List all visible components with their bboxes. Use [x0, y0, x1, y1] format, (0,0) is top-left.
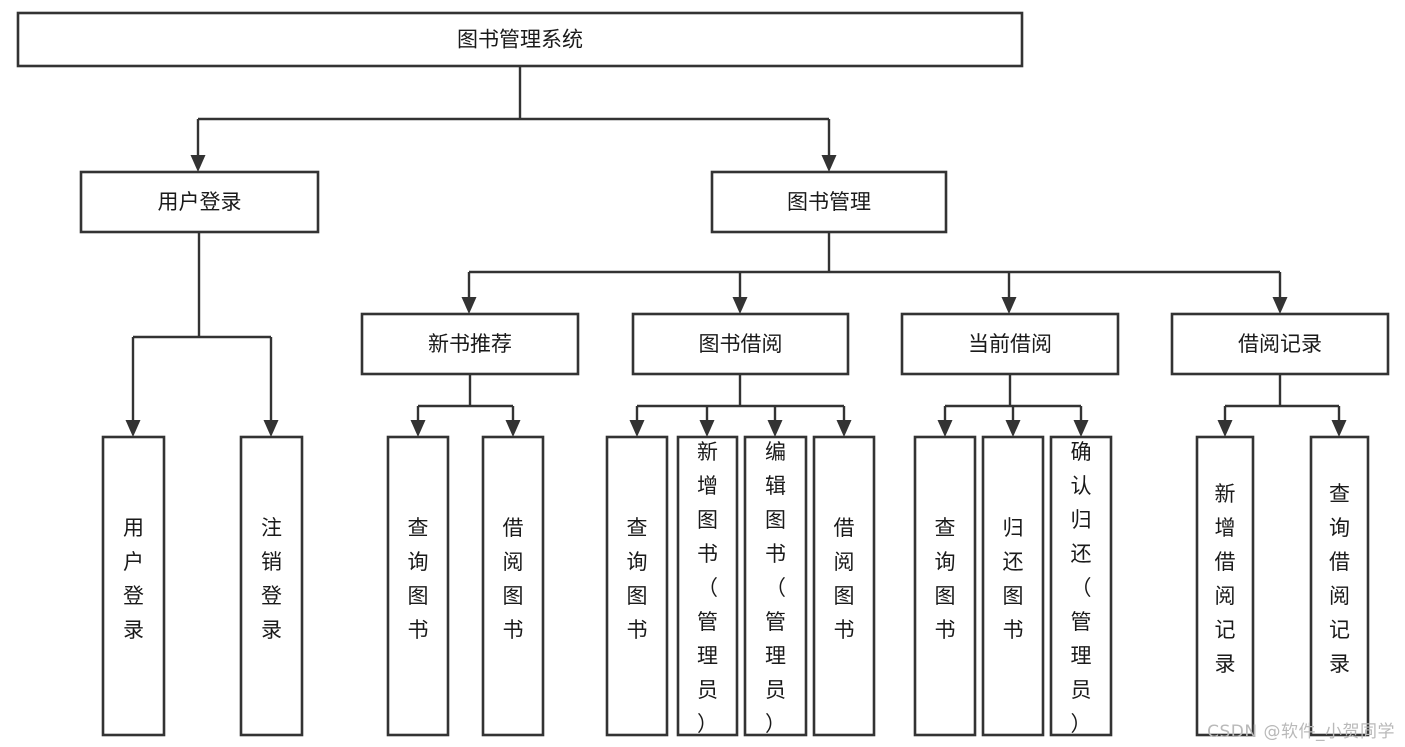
node-l3-borrow-record[interactable]: 借阅记录 [1170, 312, 1390, 376]
node-box[interactable] [16, 11, 1024, 68]
node-leaf-leaf-user-login[interactable]: 用户登录 [101, 435, 166, 737]
node-leaf-leaf-confirm-return[interactable]: 确认归还（管理员） [1049, 435, 1113, 737]
node-box[interactable] [913, 435, 977, 737]
arrow-head-icon [937, 420, 953, 437]
node-label: 借阅记录 [1238, 332, 1322, 356]
node-label: 确认归还（管理员） [1071, 440, 1092, 736]
node-label: 用户登录 [158, 190, 242, 214]
arrow-head-icon [190, 155, 206, 172]
arrow-head-icon [732, 297, 748, 314]
node-box[interactable] [1170, 312, 1390, 376]
node-label: 借阅图书 [503, 516, 524, 642]
node-box[interactable] [101, 435, 166, 737]
node-box[interactable] [1309, 435, 1370, 737]
node-l2-book-management[interactable]: 图书管理 [710, 170, 948, 234]
node-leaf-leaf-edit-book[interactable]: 编辑图书（管理员） [743, 435, 808, 737]
connector-group [1217, 374, 1347, 437]
node-root-root[interactable]: 图书管理系统 [16, 11, 1024, 68]
node-box[interactable] [710, 170, 948, 234]
node-label: 注销登录 [261, 516, 282, 642]
arrow-head-icon [767, 420, 783, 437]
node-box[interactable] [981, 435, 1045, 737]
arrow-head-icon [1001, 297, 1017, 314]
arrow-head-icon [629, 420, 645, 437]
node-l3-new-book-recommend[interactable]: 新书推荐 [360, 312, 580, 376]
node-label: 新增借阅记录 [1215, 482, 1236, 676]
node-leaf-leaf-query-record[interactable]: 查询借阅记录 [1309, 435, 1370, 737]
arrow-head-icon [699, 420, 715, 437]
node-label: 图书借阅 [699, 332, 783, 356]
connector-edges-layer [125, 66, 1347, 437]
arrow-head-icon [1331, 420, 1347, 437]
diagram-nodes-layer: 图书管理系统用户登录图书管理新书推荐图书借阅当前借阅借阅记录用户登录注销登录查询… [16, 11, 1390, 737]
arrow-head-icon [1005, 420, 1021, 437]
node-label: 编辑图书（管理员） [765, 440, 786, 736]
arrow-head-icon [263, 420, 279, 437]
connector-group [937, 374, 1089, 437]
node-box[interactable] [386, 435, 450, 737]
arrow-head-icon [505, 420, 521, 437]
connector-group [461, 232, 1288, 314]
arrow-head-icon [1073, 420, 1089, 437]
node-leaf-leaf-return-book[interactable]: 归还图书 [981, 435, 1045, 737]
node-box[interactable] [812, 435, 876, 737]
node-box[interactable] [743, 435, 808, 737]
node-box[interactable] [900, 312, 1120, 376]
node-leaf-leaf-add-record[interactable]: 新增借阅记录 [1195, 435, 1255, 737]
node-leaf-leaf-borrow-book-1[interactable]: 借阅图书 [481, 435, 545, 737]
node-label: 查询图书 [935, 516, 956, 642]
connector-group [629, 374, 852, 437]
node-l3-current-borrow[interactable]: 当前借阅 [900, 312, 1120, 376]
node-leaf-leaf-borrow-book-2[interactable]: 借阅图书 [812, 435, 876, 737]
arrow-head-icon [836, 420, 852, 437]
node-leaf-leaf-add-book[interactable]: 新增图书（管理员） [676, 435, 739, 737]
node-leaf-leaf-query-book-2[interactable]: 查询图书 [605, 435, 669, 737]
node-box[interactable] [676, 435, 739, 737]
connector-group [190, 66, 837, 172]
node-l2-user-login[interactable]: 用户登录 [79, 170, 320, 234]
node-leaf-leaf-logout[interactable]: 注销登录 [239, 435, 304, 737]
node-label: 当前借阅 [968, 332, 1052, 356]
node-label: 新书推荐 [428, 332, 512, 356]
arrow-head-icon [1272, 297, 1288, 314]
connector-group [410, 374, 521, 437]
arrow-head-icon [125, 420, 141, 437]
node-l3-book-borrow[interactable]: 图书借阅 [631, 312, 850, 376]
node-box[interactable] [1049, 435, 1113, 737]
arrow-head-icon [410, 420, 426, 437]
node-box[interactable] [481, 435, 545, 737]
arrow-head-icon [821, 155, 837, 172]
node-box[interactable] [239, 435, 304, 737]
node-box[interactable] [605, 435, 669, 737]
node-label: 新增图书（管理员） [697, 440, 718, 736]
node-leaf-leaf-query-book-3[interactable]: 查询图书 [913, 435, 977, 737]
node-label: 图书管理 [787, 190, 871, 214]
node-label: 图书管理系统 [457, 28, 583, 52]
node-box[interactable] [1195, 435, 1255, 737]
arrow-head-icon [461, 297, 477, 314]
connector-group [125, 232, 279, 437]
node-label: 归还图书 [1003, 516, 1024, 642]
node-label: 查询借阅记录 [1329, 482, 1350, 676]
node-box[interactable] [360, 312, 580, 376]
node-label: 查询图书 [627, 516, 648, 642]
node-label: 借阅图书 [834, 516, 855, 642]
arrow-head-icon [1217, 420, 1233, 437]
node-box[interactable] [79, 170, 320, 234]
node-label: 用户登录 [123, 516, 144, 642]
node-label: 查询图书 [408, 516, 429, 642]
node-box[interactable] [631, 312, 850, 376]
node-leaf-leaf-query-book-1[interactable]: 查询图书 [386, 435, 450, 737]
